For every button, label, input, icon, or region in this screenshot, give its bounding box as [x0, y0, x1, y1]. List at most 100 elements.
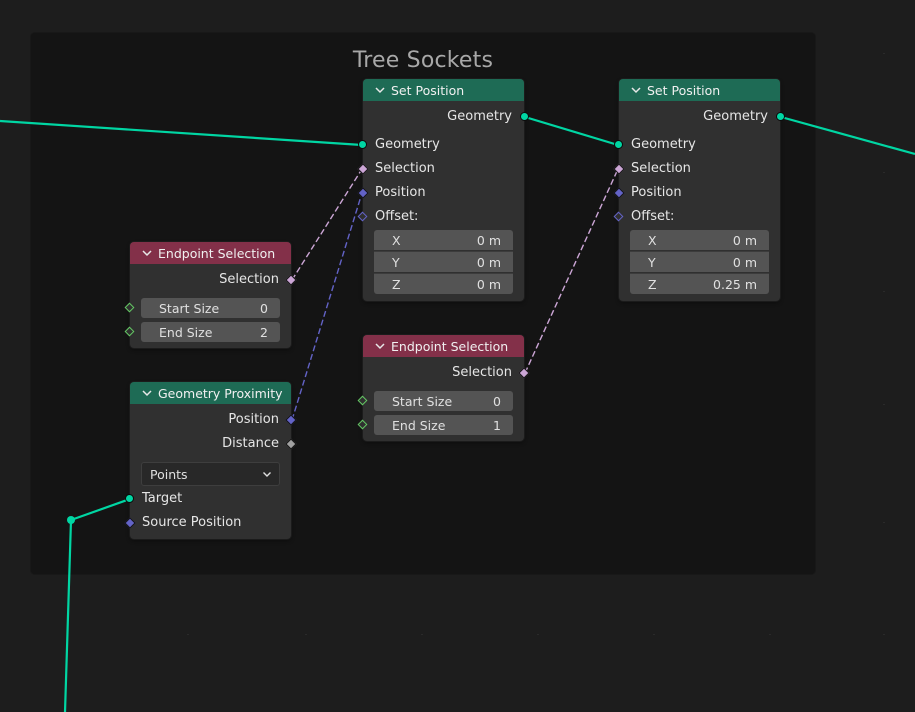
chevron-down-icon[interactable]	[373, 83, 387, 97]
field-value: 1	[493, 417, 501, 433]
input-geometry: Geometry	[614, 133, 780, 157]
node-title: Geometry Proximity	[158, 385, 283, 401]
chevron-down-icon[interactable]	[373, 339, 387, 353]
node-set-position-2[interactable]: Set Position Geometry Geometry Selection…	[613, 79, 785, 301]
input-selection: Selection	[613, 157, 780, 181]
target-element-dropdown[interactable]: Points	[141, 462, 280, 486]
chevron-down-icon	[263, 472, 271, 477]
input-position: Position	[357, 181, 524, 205]
node-endpoint-selection-2[interactable]: Endpoint Selection Selection Start Size …	[357, 335, 530, 441]
input-geometry: Geometry	[358, 133, 524, 157]
output-selection: Selection	[363, 361, 530, 385]
input-target: Target	[125, 487, 291, 511]
start-size-field[interactable]: Start Size 0	[141, 298, 280, 318]
socket-label: Geometry	[631, 137, 696, 152]
socket-label: Position	[631, 185, 682, 200]
socket-label: Position	[228, 412, 279, 427]
socket-label: Position	[375, 185, 426, 200]
node-geometry-proximity[interactable]: Geometry Proximity Position Distance Poi…	[124, 382, 297, 539]
field-label: Y	[648, 254, 656, 270]
node-header[interactable]: Set Position	[363, 79, 524, 101]
link-geometry-input	[0, 119, 363, 147]
socket-label: Distance	[222, 436, 279, 451]
socket-label: Offset:	[631, 209, 675, 224]
field-value: 0 m	[476, 276, 501, 292]
socket-label: Selection	[452, 365, 512, 380]
socket-label: Selection	[631, 161, 691, 176]
node-header[interactable]: Endpoint Selection	[363, 335, 524, 357]
offset-x-field[interactable]: X 0 m	[374, 230, 513, 250]
socket-label: Geometry	[447, 109, 512, 124]
link-selection-endpoint1	[291, 168, 363, 281]
chevron-down-icon[interactable]	[140, 246, 154, 260]
reroute-point	[67, 516, 75, 524]
offset-y-field[interactable]: Y 0 m	[374, 251, 513, 272]
node-header[interactable]: Set Position	[619, 79, 780, 101]
field-value: 0.25 m	[713, 276, 757, 292]
input-offset: Offset:	[613, 205, 780, 229]
field-label: X	[648, 232, 657, 248]
geometry-socket-icon[interactable]	[776, 112, 785, 121]
field-label: Start Size	[159, 300, 220, 316]
output-selection: Selection	[130, 268, 297, 292]
field-value: 0 m	[476, 254, 501, 270]
socket-label: Offset:	[375, 209, 419, 224]
socket-label: Geometry	[375, 137, 440, 152]
offset-y-field[interactable]: Y 0 m	[630, 251, 769, 272]
offset-z-field[interactable]: Z 0.25 m	[630, 273, 769, 294]
offset-z-field[interactable]: Z 0 m	[374, 273, 513, 294]
link-geometry-output	[780, 115, 915, 156]
field-label: End Size	[392, 417, 446, 433]
field-label: Start Size	[392, 393, 453, 409]
geometry-socket-icon[interactable]	[358, 140, 367, 149]
geometry-socket-icon[interactable]	[614, 140, 623, 149]
output-geometry: Geometry	[363, 105, 529, 129]
node-set-position-1[interactable]: Set Position Geometry Geometry Selection…	[357, 79, 529, 301]
node-title: Endpoint Selection	[391, 338, 509, 354]
node-endpoint-selection-1[interactable]: Endpoint Selection Selection Start Size …	[124, 242, 297, 348]
dropdown-value: Points	[150, 466, 188, 482]
field-value: 0 m	[476, 232, 501, 248]
node-header[interactable]: Geometry Proximity	[130, 382, 291, 404]
offset-x-field[interactable]: X 0 m	[630, 230, 769, 250]
field-label: Z	[648, 276, 657, 292]
node-title: Set Position	[647, 82, 721, 98]
link-geometry-target	[63, 497, 131, 712]
socket-label: Selection	[375, 161, 435, 176]
link-position-proximity	[291, 192, 363, 421]
node-header[interactable]: Endpoint Selection	[130, 242, 291, 264]
node-title: Endpoint Selection	[158, 245, 276, 261]
input-position: Position	[613, 181, 780, 205]
node-title: Set Position	[391, 82, 465, 98]
field-label: Y	[392, 254, 400, 270]
input-selection: Selection	[357, 157, 524, 181]
end-size-field[interactable]: End Size 1	[374, 415, 513, 435]
socket-label: Geometry	[703, 109, 768, 124]
field-value: 0 m	[732, 254, 757, 270]
field-label: X	[392, 232, 401, 248]
frame-label: Tree Sockets	[352, 48, 494, 73]
geometry-socket-icon[interactable]	[125, 494, 134, 503]
start-size-field[interactable]: Start Size 0	[374, 391, 513, 411]
socket-label: Target	[142, 491, 183, 506]
input-offset: Offset:	[357, 205, 524, 229]
output-position: Position	[130, 408, 297, 432]
field-label: Z	[392, 276, 401, 292]
link-geometry-setpos1-setpos2	[524, 115, 619, 147]
field-value: 0	[493, 393, 501, 409]
chevron-down-icon[interactable]	[629, 83, 643, 97]
field-value: 2	[260, 324, 268, 340]
field-label: End Size	[159, 324, 213, 340]
end-size-field[interactable]: End Size 2	[141, 322, 280, 342]
socket-label: Selection	[219, 272, 279, 287]
chevron-down-icon[interactable]	[140, 386, 154, 400]
field-value: 0 m	[732, 232, 757, 248]
field-value: 0	[260, 300, 268, 316]
input-source-position: Source Position	[124, 511, 291, 535]
socket-label: Source Position	[142, 515, 242, 530]
geometry-socket-icon[interactable]	[520, 112, 529, 121]
output-distance: Distance	[130, 432, 297, 456]
output-geometry: Geometry	[619, 105, 785, 129]
link-selection-endpoint2	[524, 168, 619, 374]
